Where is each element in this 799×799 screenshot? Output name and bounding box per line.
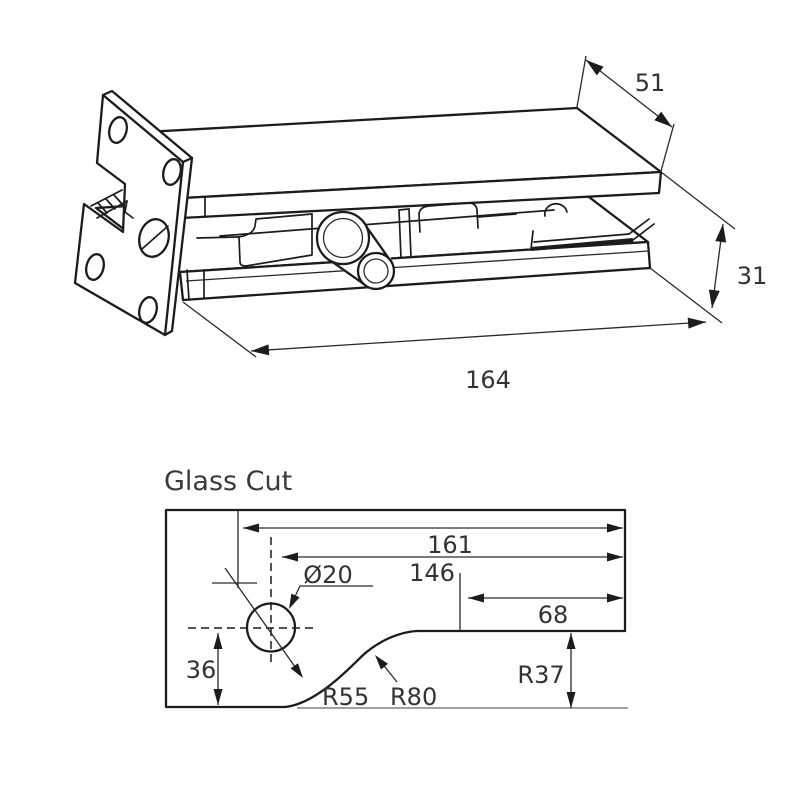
arrowhead (282, 552, 298, 562)
dim-36: 36 (186, 633, 223, 705)
glass-cut-view: Glass Cut 161 146 (164, 466, 628, 711)
dim-146: 146 (282, 552, 623, 587)
screw-hole (108, 116, 128, 144)
arrowhead (213, 689, 223, 705)
dim-r55-label: R55 (322, 683, 369, 711)
dim-161-label: 161 (427, 531, 473, 559)
isometric-view: 51 31 164 (73, 55, 768, 394)
dim-r37-label: R37 (517, 661, 564, 689)
pivot-pin (315, 210, 396, 291)
arrowhead (289, 593, 300, 609)
dim-68: 68 (468, 593, 623, 629)
dim-r80-label: R80 (390, 683, 437, 711)
arrowhead (586, 60, 604, 76)
latch-mechanism (196, 202, 655, 267)
screw-hole (85, 253, 105, 281)
arrowhead (607, 593, 623, 603)
dim-height: 31 (649, 171, 768, 324)
arrowhead (607, 523, 623, 533)
dim-51-label: 51 (635, 69, 666, 97)
screw-arc (543, 202, 568, 217)
arrowhead (290, 663, 303, 678)
dim-r37: R37 (517, 633, 576, 708)
dim-164-label: 164 (465, 366, 511, 394)
gasket-line (530, 238, 634, 251)
arrowhead (715, 224, 727, 243)
arrowhead (687, 317, 706, 329)
arrowhead (243, 523, 259, 533)
dim-length: 164 (182, 301, 707, 394)
dim-68-label: 68 (538, 601, 569, 629)
dim-radii: R55 R80 (322, 655, 437, 711)
screw-hole (162, 158, 182, 186)
arrowhead (468, 593, 484, 603)
mounting-plate (73, 89, 194, 337)
dim-36-label: 36 (186, 656, 217, 684)
arrowhead (566, 633, 576, 649)
pivot-hole (245, 602, 297, 653)
arrowhead (654, 111, 672, 127)
dim-width: 51 (576, 55, 675, 172)
arrowhead (375, 655, 388, 670)
arrowhead (708, 289, 720, 308)
arrowhead (251, 344, 270, 356)
dim-31-label: 31 (737, 262, 768, 290)
dim-161: 161 (243, 523, 623, 559)
glass-cut-title: Glass Cut (164, 466, 292, 497)
dim-dia20-label: Ø20 (303, 561, 352, 589)
dim-hole-dia: Ø20 (289, 561, 373, 609)
glass-outline (164, 508, 627, 709)
screw-slot (141, 225, 169, 250)
dim-146-label: 146 (409, 559, 455, 587)
arrowhead (213, 633, 223, 649)
arrowhead (566, 692, 576, 708)
arrowhead (607, 552, 623, 562)
screw-hole (138, 296, 158, 324)
spring-detail (90, 189, 134, 219)
